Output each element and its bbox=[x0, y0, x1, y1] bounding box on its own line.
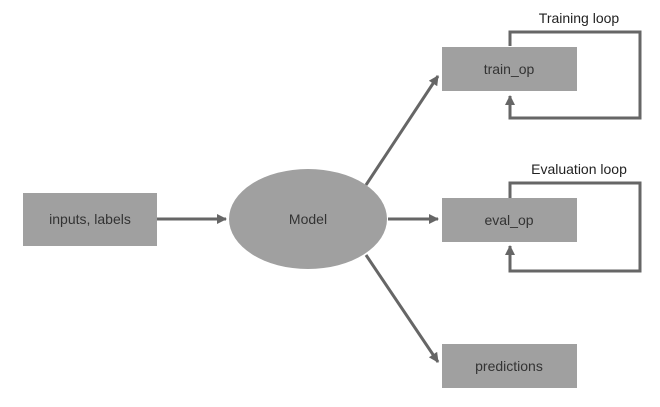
node-eval-op-box bbox=[442, 198, 577, 242]
node-model: Model bbox=[229, 169, 387, 269]
node-model-label: Model bbox=[289, 211, 327, 227]
node-predictions-label: predictions bbox=[475, 358, 543, 374]
node-train-op-box bbox=[442, 47, 577, 91]
node-inputs-labels: inputs, labels bbox=[23, 193, 157, 246]
evaluation-loop-path bbox=[505, 181, 642, 273]
training-loop-label: Training loop bbox=[539, 10, 620, 26]
node-train-op-label: train_op bbox=[484, 61, 535, 77]
edge-model-to-train-op bbox=[364, 75, 440, 186]
node-inputs-labels-box bbox=[23, 193, 157, 246]
edge-model-to-predictions bbox=[364, 254, 440, 363]
node-eval-op-label: eval_op bbox=[484, 212, 533, 228]
node-predictions-box bbox=[442, 344, 577, 388]
node-inputs-labels-label: inputs, labels bbox=[49, 211, 131, 227]
evaluation-loop-label: Evaluation loop bbox=[531, 161, 627, 177]
node-train-op: train_op bbox=[442, 47, 577, 91]
node-model-ellipse bbox=[229, 169, 387, 269]
node-predictions: predictions bbox=[442, 344, 577, 388]
node-eval-op: eval_op bbox=[442, 198, 577, 242]
training-loop-path bbox=[505, 30, 642, 120]
